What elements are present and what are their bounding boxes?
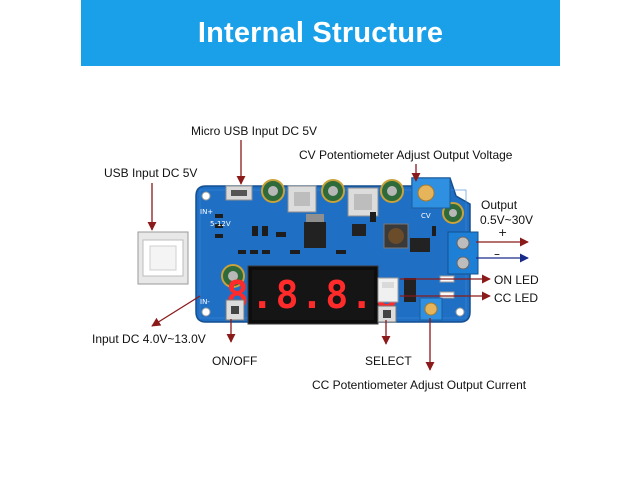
display-digits: 8.8.8.8 bbox=[226, 273, 400, 317]
capacitor-1 bbox=[261, 179, 285, 203]
power-inductor bbox=[383, 223, 409, 249]
capacitor-2 bbox=[321, 179, 345, 203]
output-terminal bbox=[447, 231, 479, 275]
ic-chip-3 bbox=[410, 238, 430, 252]
inductor-right bbox=[347, 187, 379, 217]
label-output-title: Output bbox=[481, 198, 518, 212]
arrow-input-dc bbox=[151, 295, 201, 327]
label-micro-usb: Micro USB Input DC 5V bbox=[191, 124, 318, 138]
cc-potentiometer bbox=[419, 297, 443, 321]
label-input-dc: Input DC 4.0V~13.0V bbox=[92, 332, 206, 346]
micro-usb-port bbox=[225, 185, 253, 201]
silk-cv: CV bbox=[421, 212, 431, 220]
label-cc-led: CC LED bbox=[494, 291, 539, 305]
silk-5-12v: 5-12V bbox=[210, 220, 231, 228]
cv-potentiometer bbox=[411, 177, 451, 209]
label-output-plus: + bbox=[498, 226, 507, 239]
header-banner: Internal Structure bbox=[81, 0, 560, 66]
label-usb-input: USB Input DC 5V bbox=[104, 166, 198, 180]
label-on-led: ON LED bbox=[494, 273, 539, 287]
led-connector bbox=[377, 277, 399, 303]
on-off-button[interactable] bbox=[225, 299, 245, 321]
silk-in-plus: IN+ bbox=[200, 208, 213, 216]
ic-chip-main bbox=[304, 214, 326, 248]
usb-a-connector bbox=[137, 231, 189, 285]
seven-segment-display bbox=[247, 265, 379, 325]
capacitor-5 bbox=[221, 264, 245, 288]
label-select: SELECT bbox=[365, 354, 412, 368]
capacitor-3 bbox=[380, 179, 404, 203]
smd-components bbox=[215, 212, 436, 254]
label-output-range: 0.5V~30V bbox=[480, 213, 534, 227]
inductor-left bbox=[287, 185, 317, 213]
label-cv-potentiometer: CV Potentiometer Adjust Output Voltage bbox=[299, 148, 513, 162]
silk-in-minus: IN- bbox=[200, 298, 210, 306]
select-button[interactable] bbox=[377, 305, 397, 323]
label-on-off: ON/OFF bbox=[212, 354, 258, 368]
ic-chip-2 bbox=[352, 224, 366, 236]
cc-led bbox=[439, 291, 455, 299]
label-cc-potentiometer: CC Potentiometer Adjust Output Current bbox=[312, 378, 527, 392]
ic-chip-4 bbox=[404, 278, 416, 302]
mounting-holes bbox=[201, 191, 465, 317]
label-output-minus: – bbox=[494, 247, 500, 261]
page-title: Internal Structure bbox=[197, 16, 444, 49]
